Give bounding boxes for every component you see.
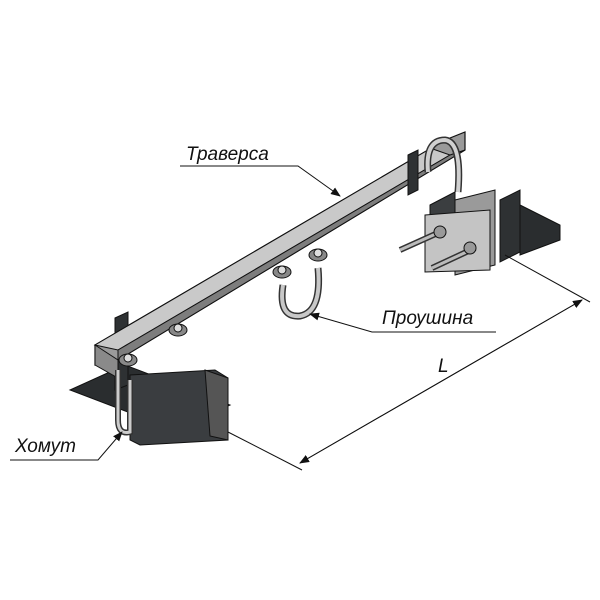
clamp-label: Хомут	[14, 436, 76, 457]
dimension-l-label: L	[438, 356, 449, 377]
callout-eyelet: Проушина	[309, 308, 496, 333]
eyelet-label: Проушина	[382, 308, 473, 329]
callout-clamp: Хомут	[10, 431, 123, 461]
beam-bolts	[118, 248, 328, 367]
traverse-label: Траверса	[186, 144, 269, 165]
dimension-l: L	[227, 254, 591, 471]
right-bolts	[398, 225, 477, 271]
traverse-beam	[93, 131, 466, 379]
callout-traverse: Траверса	[180, 144, 341, 197]
